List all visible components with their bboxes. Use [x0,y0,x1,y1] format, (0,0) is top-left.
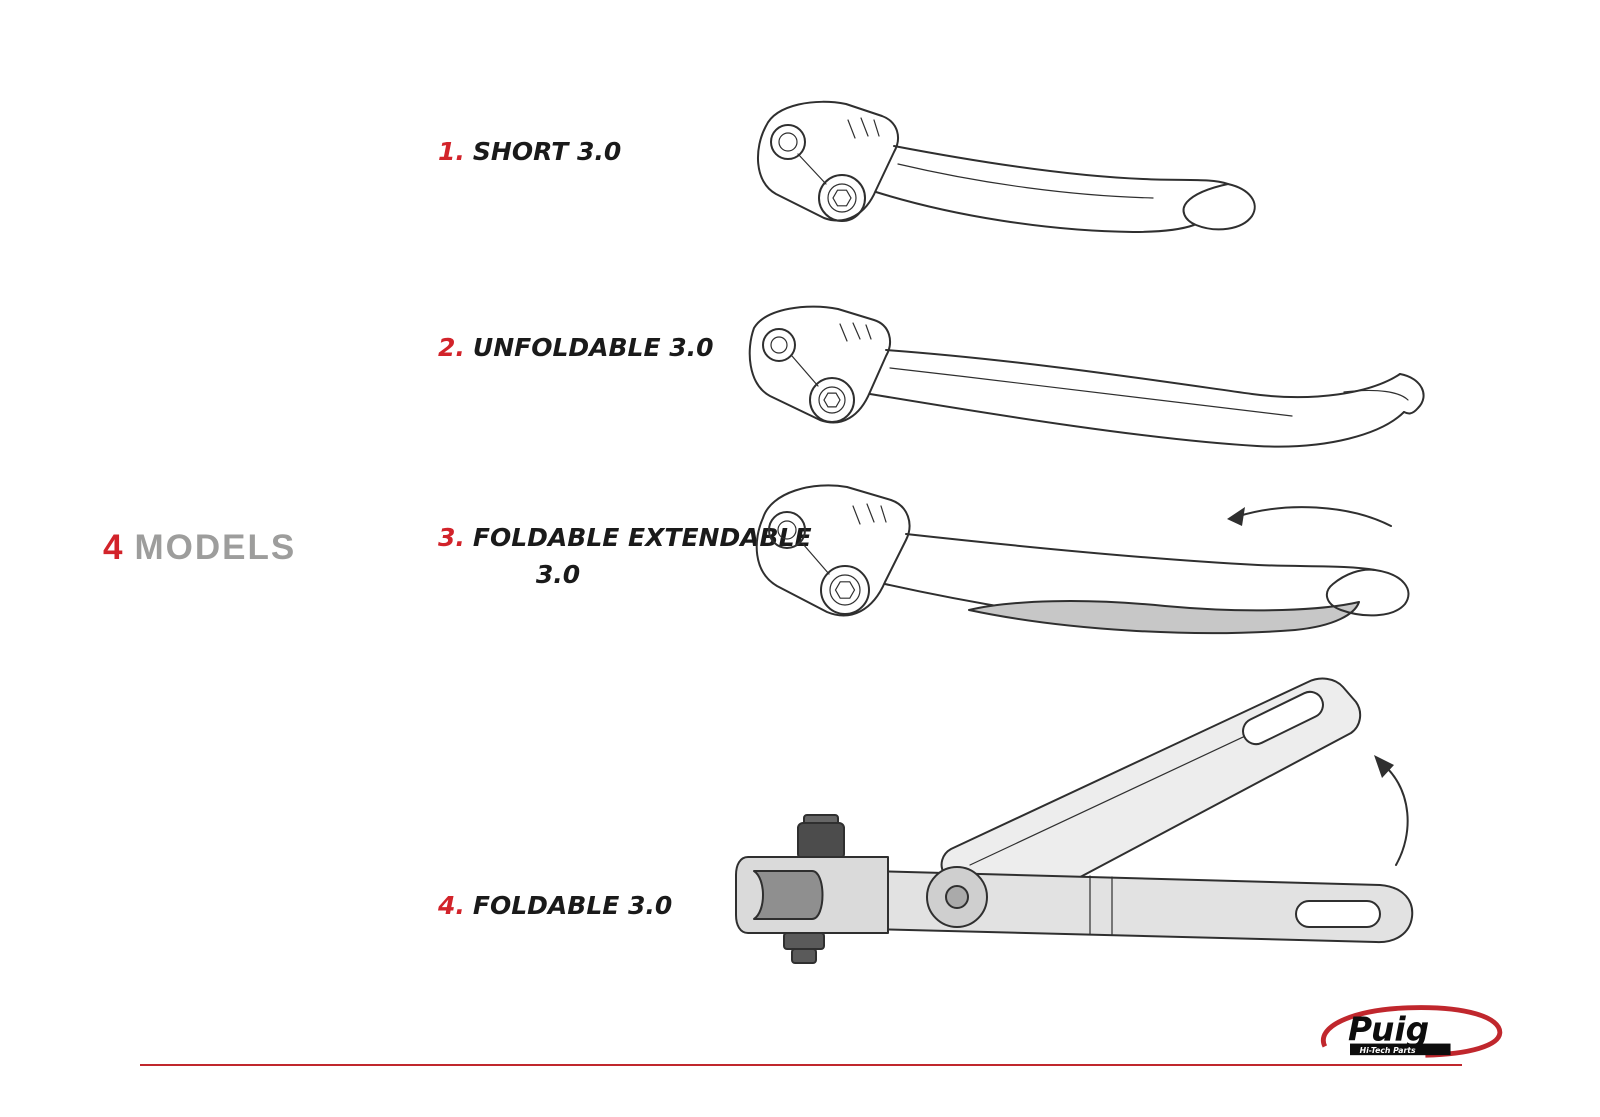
logo-tagline-text: Hi-Tech Parts [1360,1046,1416,1055]
label-foldable-extendable: 3.FOLDABLE EXTENDABLE [438,523,812,553]
pivot-bolt-icon [770,124,866,222]
foldable-extendable-lever-drawing [755,484,1410,635]
clamp-shackle [753,870,824,920]
footer-divider [140,1064,1462,1066]
lever-pivot-body [755,484,911,617]
label-short-number: 1. [438,137,465,166]
clamp-nut [783,932,825,950]
models-count-text: MODELS [134,528,297,567]
label-short-text: SHORT 3.0 [472,137,622,166]
unfoldable-lever-drawing [748,305,1425,448]
models-count-number: 4 [103,528,125,567]
lever-blade [884,533,1410,635]
label-unfoldable: 2.UNFOLDABLE 3.0 [438,333,714,363]
lever-pivot-body [748,305,891,424]
label-foldable-extendable-line2: 3.0 [535,560,581,589]
pivot-bolt-icon [762,328,855,423]
label-unfoldable-number: 2. [438,333,465,362]
pivot-bolt-icon [768,511,870,615]
label-foldable-number: 4. [438,891,465,920]
logo-brand-text: Puig [1348,1010,1429,1049]
foldable-lever-folded-drawing [735,677,1414,964]
lever-pivot-body [757,100,899,222]
label-foldable-extendable-text: FOLDABLE EXTENDABLE [472,523,812,552]
handlebar-clamp [735,814,889,964]
clamp-nut-lower [791,948,817,964]
label-unfoldable-text: UNFOLDABLE 3.0 [472,333,714,362]
main-arm [869,870,1414,944]
lever-blade [875,145,1256,233]
short-lever-drawing [757,100,1256,233]
clamp-bolt [797,822,845,860]
fold-arrow-icon [1374,755,1409,866]
extend-arrow-icon [1227,506,1392,527]
pivot-joint [926,866,988,928]
lever-blade [869,349,1425,448]
puig-logo: Puig Hi-Tech Parts [1320,1005,1503,1058]
folded-blade [940,677,1362,929]
label-foldable: 4.FOLDABLE 3.0 [438,891,673,921]
blade-slot [1242,690,1324,746]
label-foldable-extendable-number: 3. [438,523,465,552]
extendable-section [968,600,1360,635]
label-foldable-text: FOLDABLE 3.0 [472,891,673,920]
arm-slot [1295,900,1381,928]
logo-bar [1350,1043,1451,1056]
logo-swoosh [1320,1005,1503,1058]
label-short: 1.SHORT 3.0 [438,137,622,167]
